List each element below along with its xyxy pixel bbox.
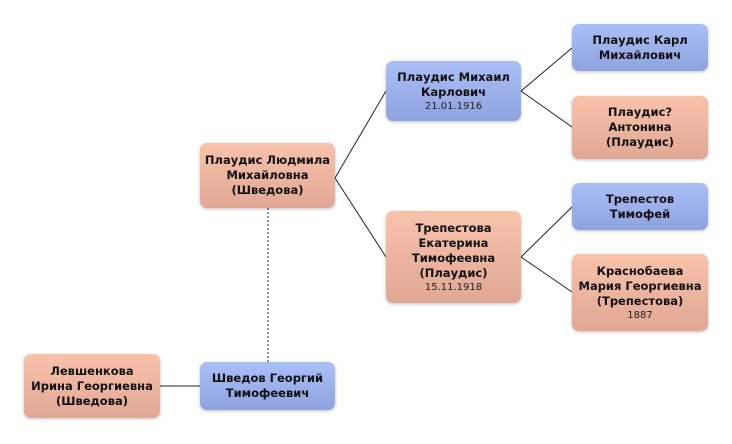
link-mikhail-karl — [520, 47, 573, 92]
person-name: Плаудис? Антонина (Плаудис) — [606, 105, 674, 149]
person-name: Плаудис Людмила Михайловна (Шведова) — [204, 153, 331, 197]
person-date: 1887 — [627, 309, 653, 321]
link-ludmila-mikhail — [334, 90, 387, 179]
person-date: 15.11.1918 — [424, 281, 483, 293]
person-maria[interactable]: Краснобаева Мария Георгиевна (Трепестова… — [572, 254, 708, 331]
link-ekaterina-maria — [520, 256, 573, 293]
link-ekaterina-timofey — [520, 206, 573, 258]
person-name: Шведов Георгий Тимофеевич — [211, 371, 324, 400]
person-name: Левшенкова Ирина Георгиевна (Шведова) — [31, 363, 153, 408]
person-ekaterina[interactable]: Трепестова Екатерина Тимофеевна (Плаудис… — [386, 211, 521, 303]
person-timofey[interactable]: Трепестов Тимофей — [572, 183, 708, 230]
person-ludmila[interactable]: Плаудис Людмила Михайловна (Шведова) — [200, 143, 335, 208]
link-ludmila-ekaterina — [334, 177, 387, 258]
person-antonina[interactable]: Плаудис? Антонина (Плаудис) — [572, 96, 708, 159]
link-mikhail-antonina — [520, 90, 573, 128]
person-mikhail[interactable]: Плаудис Михаил Карлович 21.01.1916 — [386, 61, 521, 121]
person-irina[interactable]: Левшенкова Ирина Георгиевна (Шведова) — [24, 354, 160, 418]
person-karl[interactable]: Плаудис Карл Михайлович — [572, 24, 708, 71]
person-date: 21.01.1916 — [424, 100, 483, 112]
person-name: Трепестов Тимофей — [605, 191, 675, 221]
person-name: Плаудис Михаил Карлович — [397, 69, 510, 99]
person-georgy[interactable]: Шведов Георгий Тимофеевич — [200, 362, 335, 410]
person-name: Плаудис Карл Михайлович — [592, 32, 688, 62]
person-name: Краснобаева Мария Георгиевна (Трепестова… — [578, 263, 702, 308]
person-name: Трепестова Екатерина Тимофеевна (Плаудис… — [411, 220, 496, 280]
